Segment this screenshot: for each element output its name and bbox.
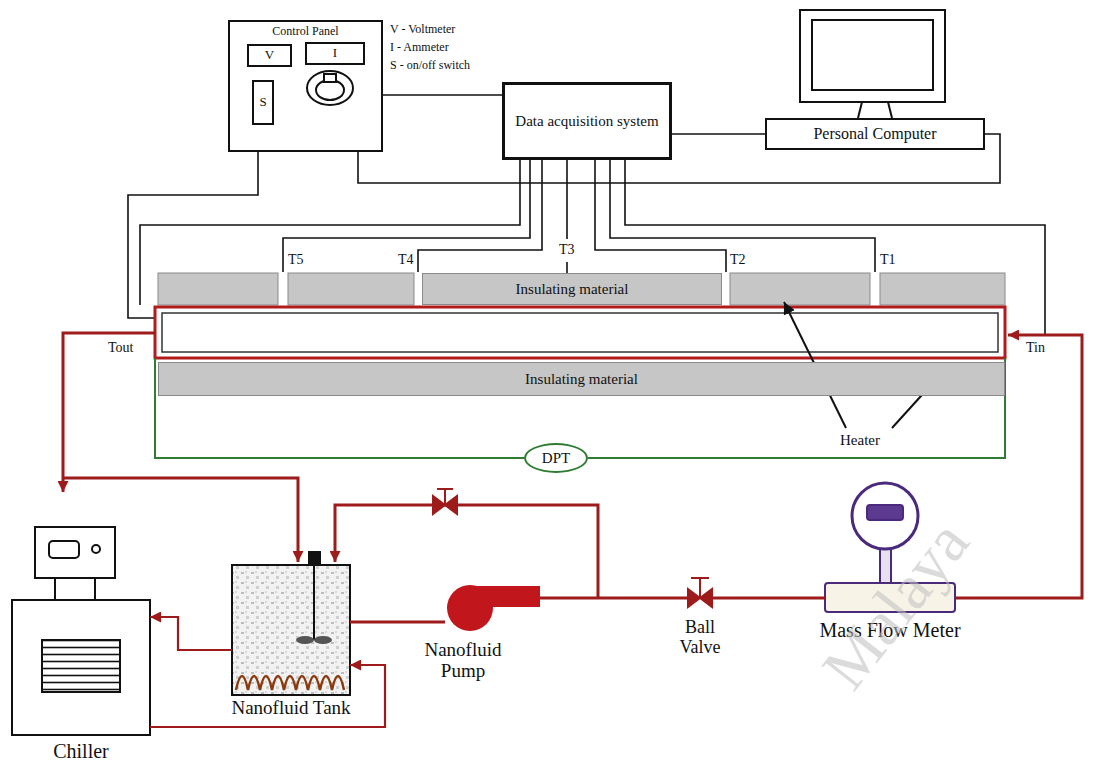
meter-box: I [305, 42, 365, 65]
nanofluid-tank [232, 565, 350, 695]
computer-monitor [800, 10, 945, 118]
test-pipe [155, 307, 1005, 358]
daq-box: Data acquisition system [502, 82, 672, 160]
test-pipe [155, 307, 1005, 358]
nanofluid-tank [236, 676, 344, 690]
chiller-unit [55, 578, 95, 600]
annotation-label: T3 [559, 242, 575, 257]
annotation-label: T4 [398, 252, 414, 267]
nanofluid-tank [314, 636, 332, 644]
annotation-label: I - Ammeter [390, 41, 449, 54]
insulation-segments [880, 273, 1005, 305]
annotation-label: Tout [108, 340, 133, 355]
control-knob [307, 71, 353, 105]
bypass-valve [437, 488, 453, 490]
test-pipe [162, 313, 998, 352]
tank-node: Nanofluid Tank [232, 565, 350, 695]
node-label: Insulating material [525, 371, 638, 388]
nanofluid-tank [308, 551, 321, 565]
nanofluid-pump [470, 586, 540, 607]
signal-wire [383, 94, 502, 96]
computer-monitor [858, 102, 892, 118]
node-label: Nanofluid Tank [217, 698, 365, 719]
node-label: Control Panel [230, 25, 381, 38]
signal-wire [672, 133, 765, 135]
node-label: Insulating material [516, 281, 629, 298]
bypass-valve [444, 489, 446, 505]
annotation-label: T1 [880, 252, 896, 267]
insulation-segments [730, 273, 870, 305]
chiller-unit [92, 545, 100, 553]
nanofluid-pump [447, 585, 540, 631]
node-label: Personal Computer [813, 125, 936, 143]
signal-wires [566, 262, 568, 273]
control-knob [324, 74, 336, 82]
signal-wires [283, 160, 530, 272]
insulation-segments [158, 273, 1005, 305]
node-label: Data acquisition system [515, 113, 658, 130]
annotation-label: Heater [840, 432, 880, 449]
annotation-label: S - on/off switch [390, 59, 470, 72]
node-label: V [265, 48, 274, 62]
bypass-valve [433, 489, 457, 514]
nanofluid-tank [313, 565, 315, 640]
flow-lines [63, 333, 155, 492]
chiller-unit [35, 527, 115, 578]
insulation-segments [288, 273, 414, 305]
node-label: S [259, 95, 266, 109]
signal-wires [566, 160, 568, 239]
chiller-unit [49, 541, 79, 558]
computer-base: Personal Computer [765, 118, 985, 150]
annotation-label: T2 [730, 252, 746, 267]
ball-valve [699, 578, 701, 598]
computer-monitor [812, 20, 933, 90]
nanofluid-tank [296, 636, 314, 644]
chiller-unit [42, 640, 120, 692]
meter-box: V [247, 44, 292, 67]
flow-lines [335, 505, 598, 598]
nanofluid-tank [232, 551, 350, 695]
pump-node: Nanofluid Pump [445, 585, 540, 632]
flow-lines [63, 478, 298, 562]
computer-monitor [800, 10, 945, 102]
signal-wires [610, 160, 875, 272]
node-label: Ball Valve [670, 618, 730, 658]
dpt-ellipse: DPT [524, 443, 588, 473]
annotation-label: T5 [288, 252, 304, 267]
insulation-segments [158, 273, 278, 305]
chiller-node: Chiller [12, 600, 150, 735]
control-panel: Control PanelV I S [228, 20, 383, 152]
ball-valve [691, 577, 709, 579]
control-knob [307, 71, 353, 105]
flow-line [150, 665, 385, 727]
ball-valve [688, 578, 712, 607]
chiller-unit [12, 600, 150, 735]
signal-wires [595, 160, 726, 272]
switch-box: S [252, 80, 274, 125]
insulation-band: Insulating material [422, 273, 722, 305]
annotation-label: V - Voltmeter [390, 23, 455, 36]
flow-line [712, 597, 825, 600]
node-label: Chiller [12, 740, 150, 762]
pressure-taps [155, 358, 1005, 458]
flow-line [350, 621, 445, 624]
chiller-unit [12, 527, 150, 735]
mass-flow-meter [867, 505, 903, 520]
node-label: Nanofluid Pump [418, 640, 508, 682]
valve-node: Ball Valve [688, 588, 712, 608]
signal-wires [418, 160, 542, 272]
annotation-label: Tin [1026, 340, 1045, 355]
node-label: DPT [542, 450, 570, 467]
insulation-band: Insulating material [158, 362, 1005, 396]
node-label: I [333, 46, 337, 60]
flow-line [150, 617, 232, 650]
flow-line [540, 597, 688, 600]
